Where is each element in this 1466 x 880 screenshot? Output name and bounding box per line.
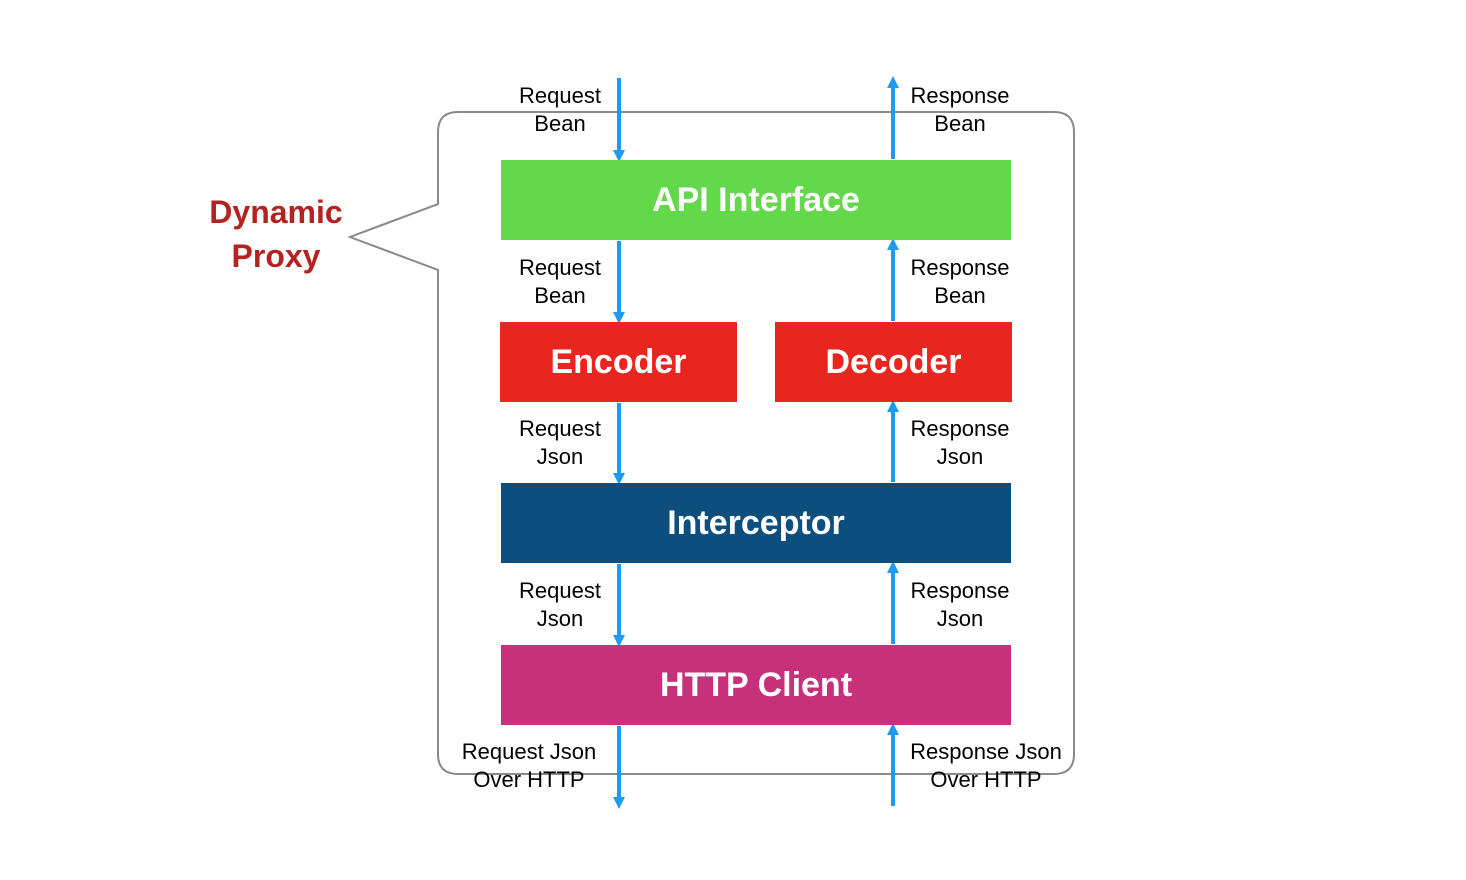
label-line: Bean [534, 283, 586, 308]
label-line: Response [910, 83, 1010, 108]
label-line: Request Json [461, 739, 597, 764]
label-request-encoder-to-interceptor: Request Json [500, 415, 620, 471]
interceptor-box: Interceptor [501, 483, 1011, 563]
label-line: Json [536, 444, 584, 469]
label-line: Over HTTP [473, 767, 585, 792]
api-interface-box: API Interface [501, 160, 1011, 240]
encoder-box: Encoder [500, 322, 737, 402]
label-response-into-http: Response Json Over HTTP [901, 738, 1071, 794]
http-client-box: HTTP Client [501, 645, 1011, 725]
label-request-into-api: Request Bean [500, 82, 620, 138]
http-client-label: HTTP Client [659, 665, 853, 704]
label-response-http-to-interceptor: Response Json [900, 577, 1020, 633]
label-request-api-to-encoder: Request Bean [500, 254, 620, 310]
label-request-out-of-http: Request Json Over HTTP [449, 738, 609, 794]
label-line: Over HTTP [930, 767, 1042, 792]
label-line: Bean [534, 111, 586, 136]
label-line: Response [910, 255, 1010, 280]
label-line: Request [519, 416, 601, 441]
label-response-decoder-to-api: Response Bean [900, 254, 1020, 310]
encoder-label: Encoder [550, 342, 687, 381]
decoder-box: Decoder [775, 322, 1012, 402]
label-line: Json [936, 606, 984, 631]
label-response-interceptor-to-decoder: Response Json [900, 415, 1020, 471]
interceptor-label: Interceptor [667, 503, 845, 542]
label-line: Request [519, 578, 601, 603]
label-line: Response [910, 416, 1010, 441]
decoder-label: Decoder [825, 342, 962, 381]
label-line: Request [519, 83, 601, 108]
dynamic-proxy-label-line2: Proxy [231, 238, 321, 274]
label-request-interceptor-to-http: Request Json [500, 577, 620, 633]
label-response-out-of-api: Response Bean [900, 82, 1020, 138]
label-line: Bean [934, 283, 986, 308]
dynamic-proxy-label: Dynamic Proxy [196, 190, 356, 278]
label-line: Json [536, 606, 584, 631]
label-line: Response [910, 578, 1010, 603]
api-interface-label: API Interface [652, 180, 860, 219]
label-line: Json [936, 444, 984, 469]
label-line: Bean [934, 111, 986, 136]
dynamic-proxy-container [347, 111, 1075, 775]
dynamic-proxy-label-line1: Dynamic [209, 194, 343, 230]
label-line: Request [519, 255, 601, 280]
label-line: Response Json [910, 739, 1062, 764]
